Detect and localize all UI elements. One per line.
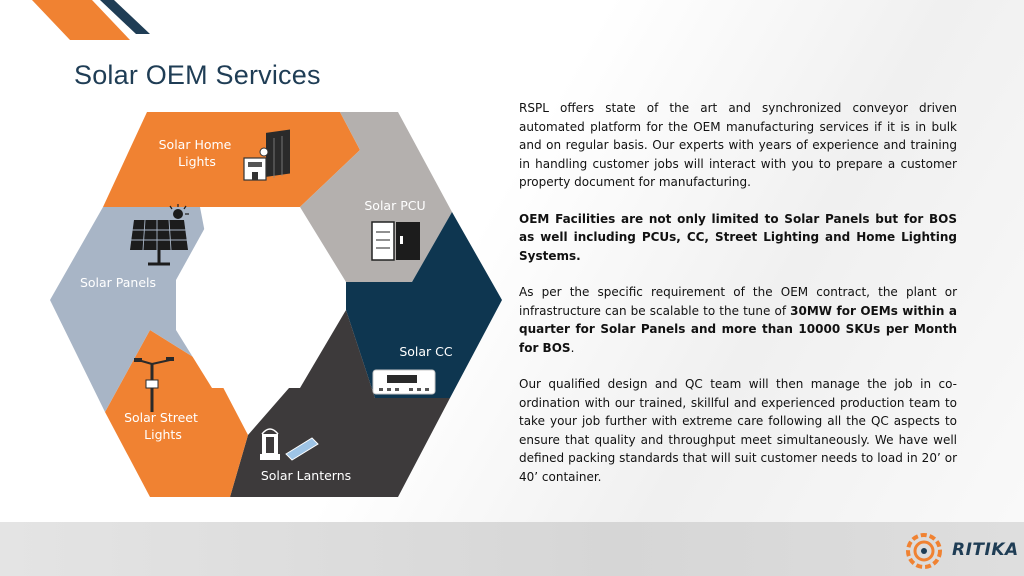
- text-run: RSPL offers state of the art and synchro…: [519, 101, 957, 189]
- segment-solar-home-lights: [103, 112, 360, 207]
- label-solar-pcu: Solar PCU: [364, 198, 425, 213]
- segment-solar-lanterns: [230, 310, 450, 497]
- page-title: Solar OEM Services: [74, 60, 321, 90]
- center-hexagon: [176, 215, 346, 388]
- lantern-icon: [260, 428, 319, 461]
- segment-solar-panels: [50, 207, 214, 412]
- bold-text: OEM Facilities are not only limited to S…: [519, 211, 957, 263]
- paragraph-4: Our qualified design and QC team will th…: [519, 375, 957, 486]
- ritika-logo-text: RITIKA: [952, 540, 1019, 560]
- pcu-icon: [371, 221, 420, 261]
- paragraph-1: RSPL offers state of the art and synchro…: [519, 99, 957, 192]
- charge-controller-icon: [372, 369, 436, 395]
- paragraph-3: As per the specific requirement of the O…: [519, 283, 957, 357]
- bold-text: 30MW for OEMs within a quarter for Solar…: [519, 303, 958, 355]
- ritika-logo-icon: [906, 533, 942, 569]
- home-lights-icon: [243, 129, 290, 181]
- segment-solar-cc: [346, 212, 502, 398]
- label-solar-cc: Solar CC: [399, 344, 453, 359]
- paragraph-2: OEM Facilities are not only limited to S…: [519, 210, 957, 266]
- footer-bar: [0, 522, 1024, 576]
- label-solar-home-lights: Solar Home Lights: [159, 137, 236, 169]
- text-run: .: [570, 340, 575, 355]
- label-solar-street-lights: Solar Street Lights: [124, 410, 202, 442]
- text-run: As per the specific requirement of the O…: [519, 285, 957, 318]
- label-solar-panels: Solar Panels: [80, 275, 156, 290]
- solar-panel-icon: [130, 204, 189, 266]
- street-light-icon: [134, 357, 174, 412]
- description-text: RSPL offers state of the art and synchro…: [519, 99, 957, 504]
- top-decoration: [32, 0, 150, 40]
- text-run: Our qualified design and QC team will th…: [519, 377, 957, 484]
- label-solar-lanterns: Solar Lanterns: [261, 468, 351, 483]
